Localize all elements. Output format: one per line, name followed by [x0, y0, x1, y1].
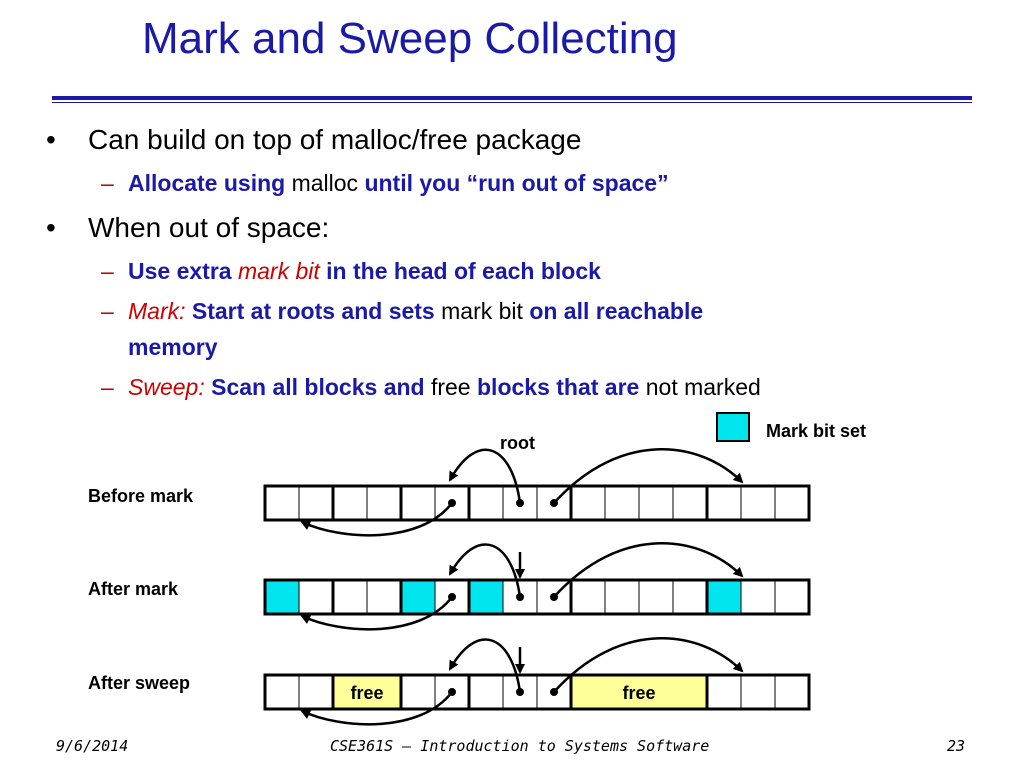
subbullet-1: – Allocate using malloc until you “run o… — [101, 170, 669, 196]
pointer-arrow — [300, 691, 453, 726]
pointer-dot-c — [550, 688, 558, 696]
row-label-before-mark: Before mark — [88, 486, 194, 506]
dash-icon: – — [101, 298, 114, 324]
subbullet-3: – Mark: Start at roots and sets mark bit… — [101, 298, 704, 324]
bullet-1-text: Can build on top of malloc/free package — [88, 124, 582, 155]
subbullet-3-cont: memory — [128, 334, 218, 360]
row-label-after-mark: After mark — [88, 579, 179, 599]
pointer-dot-a — [448, 688, 456, 696]
pointer-dot-c — [550, 593, 558, 601]
free-label-1: free — [350, 683, 383, 703]
legend-label: Mark bit set — [766, 421, 867, 441]
block-dividers — [263, 673, 811, 711]
title-rule-thin — [52, 102, 972, 103]
block-dividers — [263, 578, 811, 616]
block-cells — [264, 674, 810, 710]
heap-row-before-mark — [263, 448, 811, 537]
free-label-2: free — [622, 683, 655, 703]
block-cells — [264, 485, 810, 521]
bullet-2: • When out of space: — [46, 212, 330, 244]
footer-course: CSE361S – Introduction to Systems Softwa… — [330, 737, 710, 755]
footer-date: 9/6/2014 — [56, 737, 129, 755]
pointer-arrow — [300, 502, 453, 537]
pointer-arrow — [300, 596, 453, 631]
pointer-dot-a — [448, 499, 456, 507]
free-block — [332, 674, 402, 710]
free-block — [570, 674, 708, 710]
block-cells — [264, 579, 810, 615]
bullet-2-text: When out of space: — [88, 212, 330, 243]
bullet-dot-icon: • — [46, 124, 56, 155]
pointer-arrow — [448, 638, 522, 693]
pointer-arrow — [553, 448, 744, 504]
pointer-dot-b — [516, 499, 524, 507]
block-dividers — [263, 484, 811, 522]
slide-title: Mark and Sweep Collecting — [142, 14, 678, 63]
heap-row-after-mark — [263, 542, 811, 631]
pointer-arrow — [553, 542, 744, 598]
pointer-dot-c — [550, 499, 558, 507]
dash-icon: – — [101, 170, 114, 196]
pointer-dot-a — [448, 593, 456, 601]
pointer-arrow — [448, 543, 522, 598]
pointer-arrow — [448, 448, 522, 504]
subbullet-2: – Use extra mark bit in the head of each… — [101, 258, 601, 284]
dash-icon: – — [101, 258, 114, 284]
legend-swatch — [716, 412, 750, 442]
dash-icon: – — [101, 374, 114, 400]
root-label: root — [500, 433, 535, 453]
row-label-after-sweep: After sweep — [88, 673, 191, 693]
title-rule — [52, 96, 972, 100]
pointer-dot-b — [516, 593, 524, 601]
footer-page-number: 23 — [947, 737, 966, 755]
pointer-dot-b — [516, 688, 524, 696]
subbullet-4: – Sweep: Scan all blocks and free blocks… — [101, 374, 761, 400]
bullet-dot-icon: • — [46, 212, 56, 243]
pointer-arrow — [553, 637, 744, 693]
bullet-1: • Can build on top of malloc/free packag… — [46, 124, 582, 156]
heap-row-after-sweep: free free — [263, 637, 811, 726]
